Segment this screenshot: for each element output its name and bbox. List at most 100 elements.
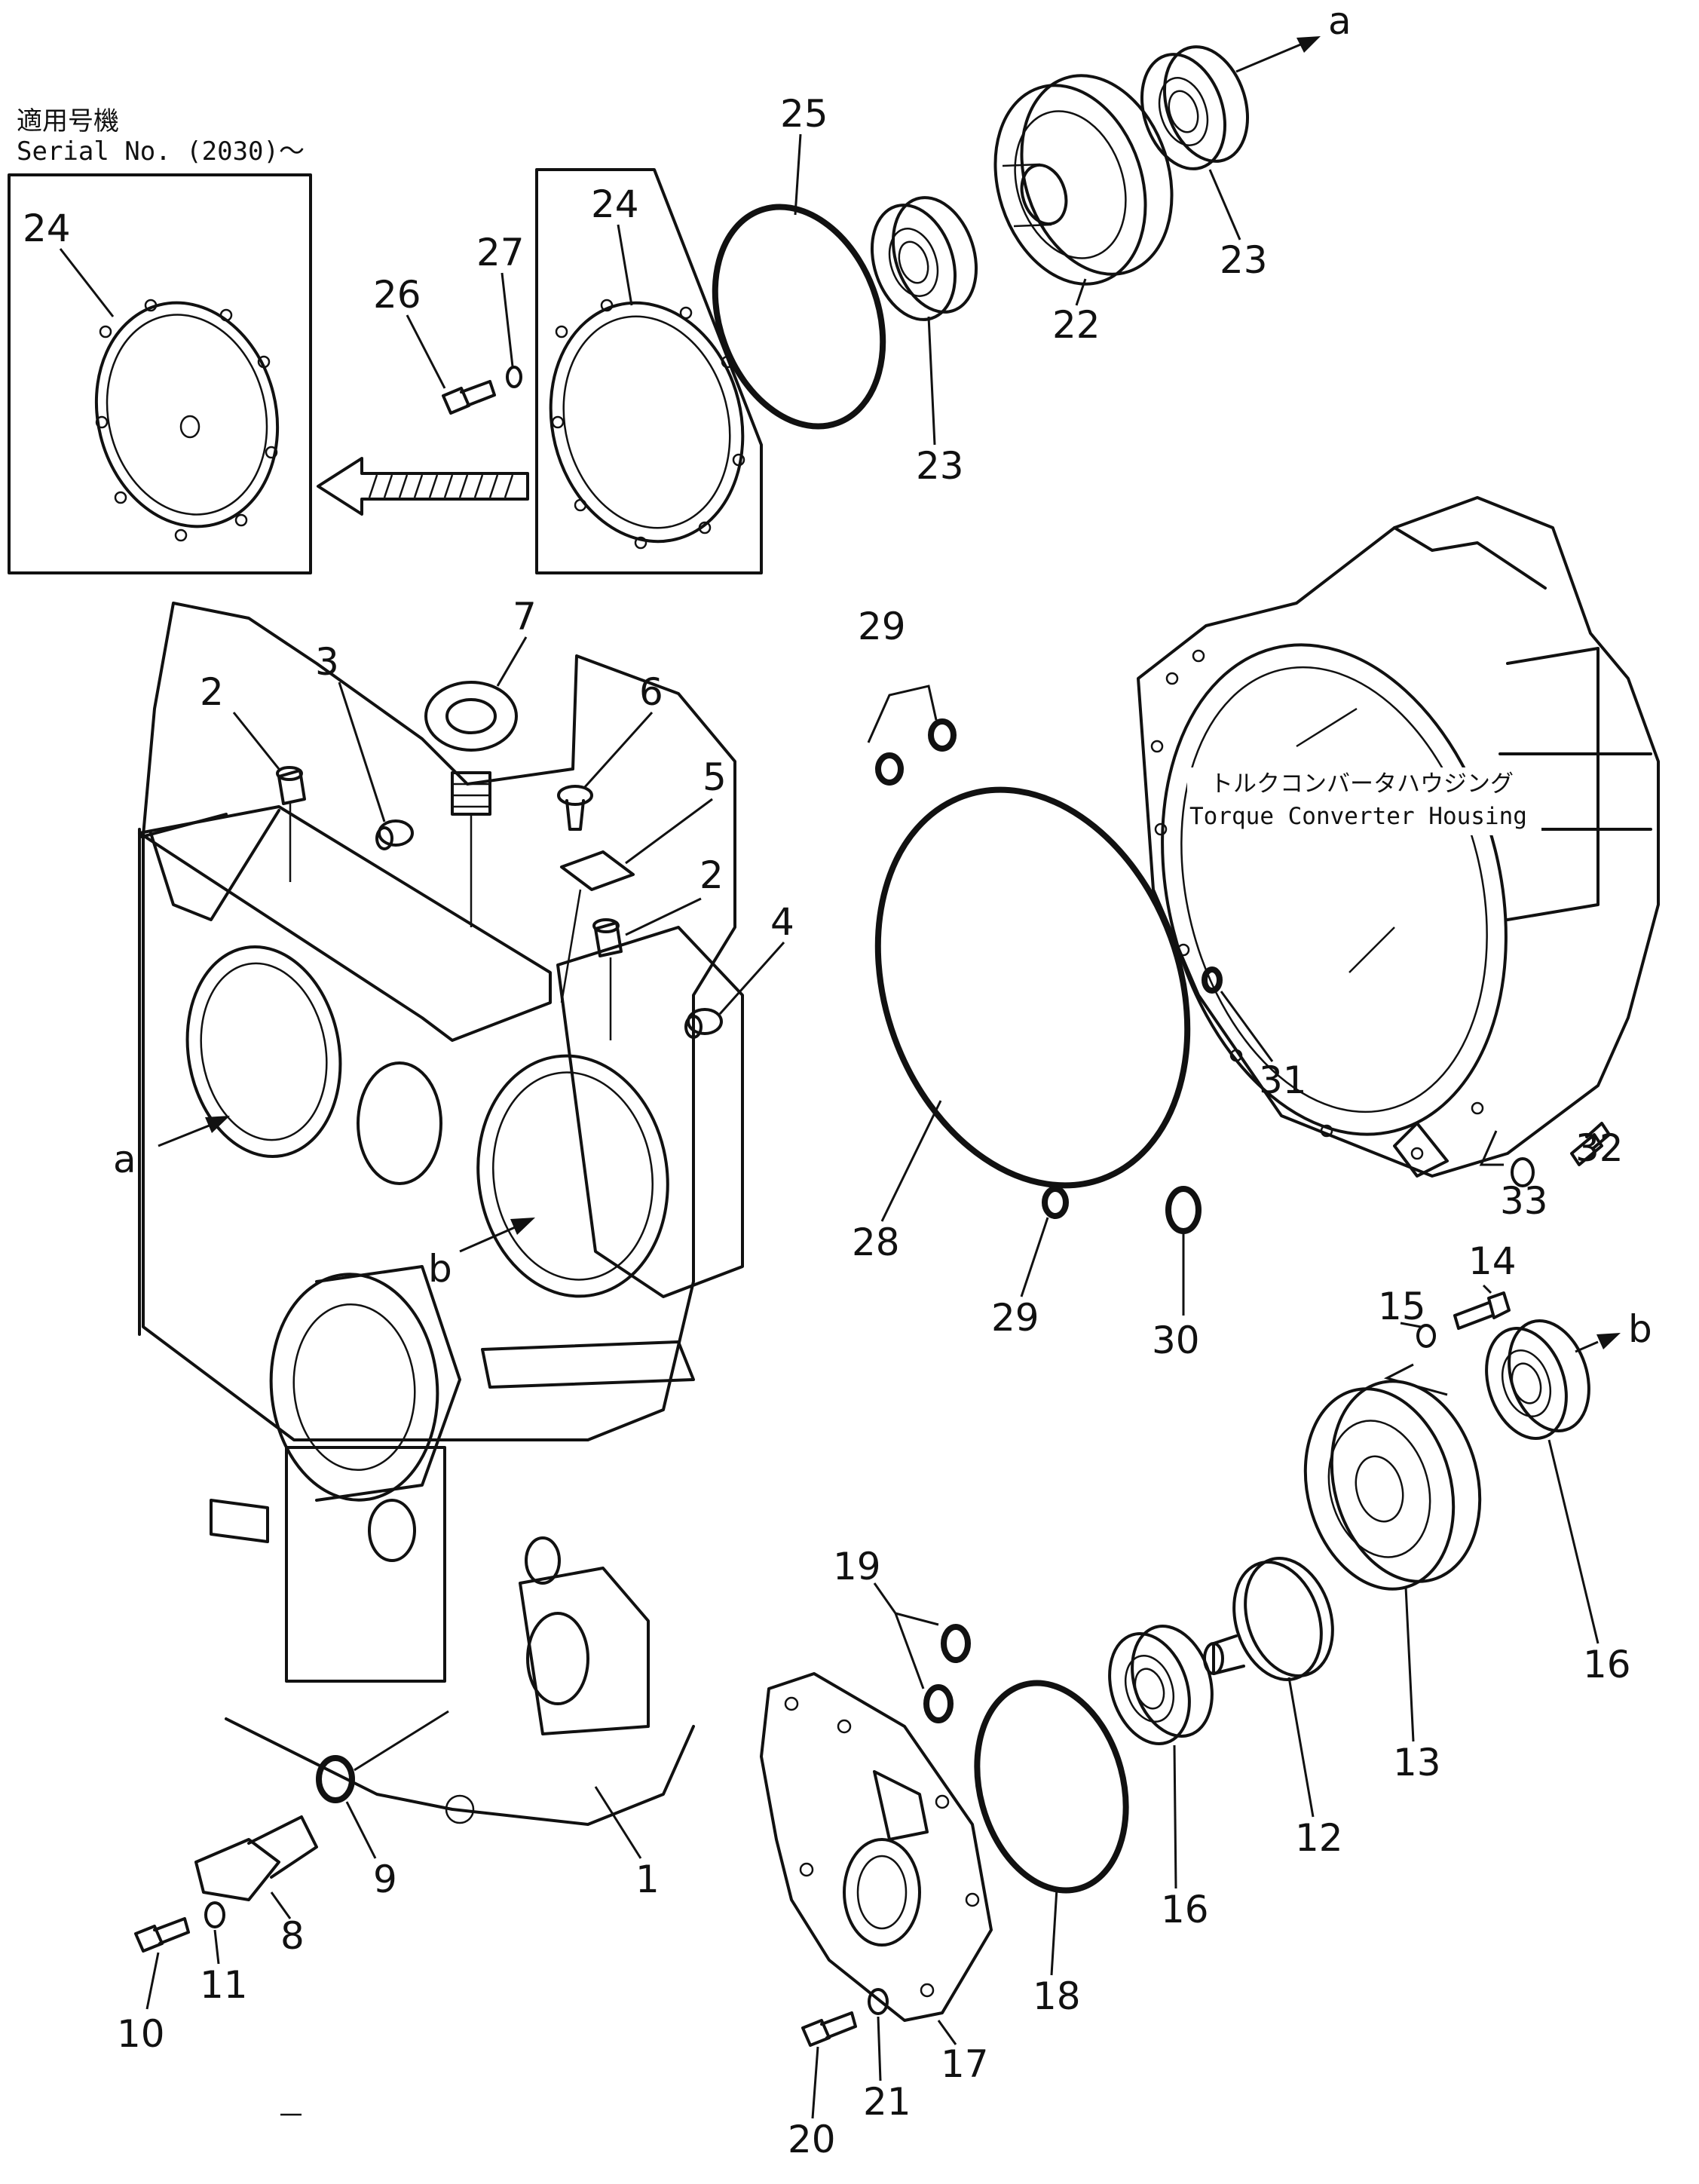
bearing-16-upper [1485,1319,1590,1440]
leader-19 [873,1582,939,1689]
o-ring-29-top-right [928,718,957,752]
leader-25 [794,133,802,216]
leader-18 [1050,1888,1058,1976]
callout-25: 25 [780,92,828,136]
bolt-26 [442,380,496,415]
callout-1: 1 [635,1858,660,1901]
inset-box-new-cover [8,173,312,574]
washer-15 [1416,1324,1436,1348]
bolt-10 [134,1917,190,1953]
callout-14: 14 [1468,1239,1517,1283]
callout-3: 3 [315,640,339,684]
leader-5 [625,798,713,865]
bolt-20 [801,2011,857,2047]
plug-8 [194,1815,318,1901]
leader-29-bottom [1020,1217,1049,1297]
callout-28: 28 [852,1221,900,1264]
callout-29-top: 29 [858,605,906,648]
o-ring-29-top-left [875,752,904,786]
callout-24-inset: 24 [23,207,71,250]
arrow-letter-a-case: a [113,1138,136,1181]
arrow-letter-b-case: b [428,1247,452,1291]
plug-4 [684,1008,723,1039]
note-line-1: 適用号機 [17,106,119,136]
o-ring-31 [1202,966,1223,994]
callout-24: 24 [591,182,639,226]
plug-3 [375,819,414,850]
o-ring-25 [712,204,886,430]
arrow-a-case-head [205,1116,230,1133]
arrow-b-case-head [510,1218,535,1235]
bolt-32 [1570,1122,1611,1166]
plate-5 [560,850,635,891]
leader-4 [718,941,785,1015]
callout-17: 17 [941,2042,989,2086]
callout-18: 18 [1033,1974,1081,2018]
washer-11 [204,1901,225,1928]
bearing-23-lower [870,196,978,321]
bearing-16-lower [1108,1625,1214,1745]
leader-28 [880,1100,942,1222]
guide-15 [1383,1363,1448,1396]
callout-13: 13 [1393,1741,1441,1784]
inset-box-old-cover [535,168,763,574]
bearing-23-upper [1140,45,1250,170]
leader-11 [213,1929,220,1965]
bolt-14 [1453,1291,1511,1330]
callout-29-bottom: 29 [991,1296,1039,1340]
leader-1 [594,1786,642,1859]
arrow-a-head [1296,36,1321,53]
callout-20: 20 [788,2118,836,2161]
arrow-a-case-line [158,1122,216,1147]
callout-9: 9 [373,1858,397,1901]
hub-12 [1203,1557,1334,1681]
torque-converter-housing [1137,496,1660,1178]
housing-label-jp: トルクコンバータハウジング [1210,770,1514,798]
cover-24-new [94,299,280,542]
o-ring-9 [316,1755,355,1803]
callout-11: 11 [200,1963,248,2007]
arrow-b-case-line [459,1224,521,1253]
o-ring-28 [874,786,1191,1189]
eye-bolt-7 [424,681,518,816]
leader-31 [1220,991,1274,1062]
callout-16-upper: 16 [1583,1643,1631,1686]
leader-8 [270,1891,292,1919]
leader-16-lower [1173,1744,1177,1889]
applicability-note: 適用号機 Serial No. (2030)～ [17,106,305,167]
leader-15 [1400,1322,1422,1328]
callout-5: 5 [703,755,727,799]
washer-33 [1511,1157,1535,1187]
guide-9 [354,1710,449,1772]
callout-7: 7 [513,595,537,639]
o-ring-30 [1165,1186,1202,1234]
washer-21 [868,1988,889,2015]
leader-16-upper [1547,1439,1600,1644]
leader-29-top [867,685,938,743]
callout-12: 12 [1295,1816,1343,1860]
pin-6 [557,785,593,831]
callout-2-left: 2 [200,670,224,714]
callout-23-upper: 23 [1220,238,1268,282]
cover-24-old [549,299,745,550]
arrow-letter-a-top: a [1328,0,1352,43]
o-ring-29-bottom [1042,1186,1069,1219]
leader-22 [1075,278,1087,306]
cover-17 [760,1672,993,2022]
callout-15: 15 [1378,1285,1426,1328]
note-line-2: Serial No. (2030)～ [17,136,305,167]
leader-2-right [625,897,702,936]
leader-12 [1287,1677,1315,1818]
housing-label-en: Torque Converter Housing [1189,803,1527,830]
callout-2-right: 2 [699,853,724,897]
leader-24 [617,224,633,306]
leader-20 [811,2046,819,2119]
leader-3 [338,682,386,822]
gear-13 [1303,1380,1482,1591]
leader-24-inset [59,248,115,317]
leader-23-upper [1208,169,1241,240]
callout-4: 4 [770,900,794,944]
arrow-b-head [1596,1333,1621,1349]
guide-33 [1479,1130,1504,1166]
